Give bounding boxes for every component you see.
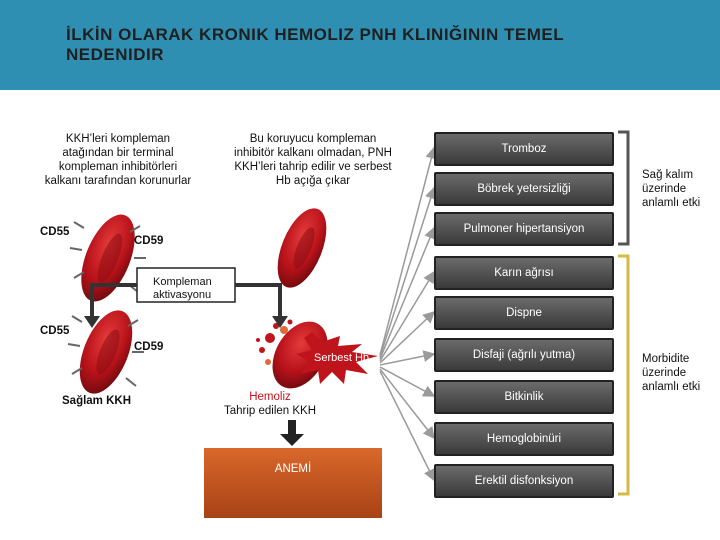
outcome-label: Bitkinlik: [505, 391, 544, 403]
outcome-tromboz: Tromboz: [434, 132, 614, 166]
outcome-label: Hemoglobinüri: [487, 433, 561, 445]
outcome-dysphagia: Disfaji (ağrılı yutma): [434, 338, 614, 372]
outcome-dyspnea: Dispne: [434, 296, 614, 330]
outcome-label: Tromboz: [502, 143, 547, 155]
rbc-pnh-top: [268, 202, 337, 295]
morbidity-bracket: [618, 256, 628, 494]
outcome-label: Disfaji (ağrılı yutma): [473, 349, 575, 361]
morbidity-impact-label: Morbidite üzerinde anlamlı etki: [642, 352, 718, 394]
outcome-label: Erektil disfonksiyon: [475, 475, 573, 487]
outcome-abdominal-pain: Karın ağrısı: [434, 256, 614, 290]
survival-impact-label: Sağ kalım üzerinde anlamlı etki: [642, 168, 718, 210]
cd59-label-top: CD59: [134, 234, 163, 248]
outcome-label: Böbrek yetersizliği: [477, 183, 570, 195]
outcome-label: Karın ağrısı: [494, 267, 553, 279]
complement-label: Kompleman aktivasyonu: [153, 276, 233, 302]
outcome-fatigue: Bitkinlik: [434, 380, 614, 414]
outcome-label: Pulmoner hipertansiyon: [464, 223, 585, 235]
survival-bracket: [618, 132, 628, 244]
down-arrow-icon: [280, 434, 304, 446]
hemolysis-label: Hemoliz: [210, 390, 330, 404]
rbc-protected-top: [70, 207, 146, 309]
outcome-hemoglobinuria: Hemoglobinüri: [434, 422, 614, 456]
anemia-label: ANEMİ: [204, 462, 382, 476]
outcome-renal-failure: Böbrek yetersizliği: [434, 172, 614, 206]
rbc-healthy: [68, 303, 144, 401]
cd55-label-bottom: CD55: [40, 324, 69, 338]
outcome-erectile-dysfunction: Erektil disfonksiyon: [434, 464, 614, 498]
cd59-label-bottom: CD59: [134, 340, 163, 354]
free-hb-label: Serbest Hb: [314, 351, 369, 365]
healthy-rbc-label: Sağlam KKH: [62, 394, 131, 408]
cd55-label-top: CD55: [40, 225, 69, 239]
outcome-pulmonary-hypertension: Pulmoner hipertansiyon: [434, 212, 614, 246]
destroyed-rbc-label: Tahrip edilen KKH: [210, 404, 330, 418]
outcome-label: Dispne: [506, 307, 542, 319]
anemia-box: [204, 448, 382, 518]
